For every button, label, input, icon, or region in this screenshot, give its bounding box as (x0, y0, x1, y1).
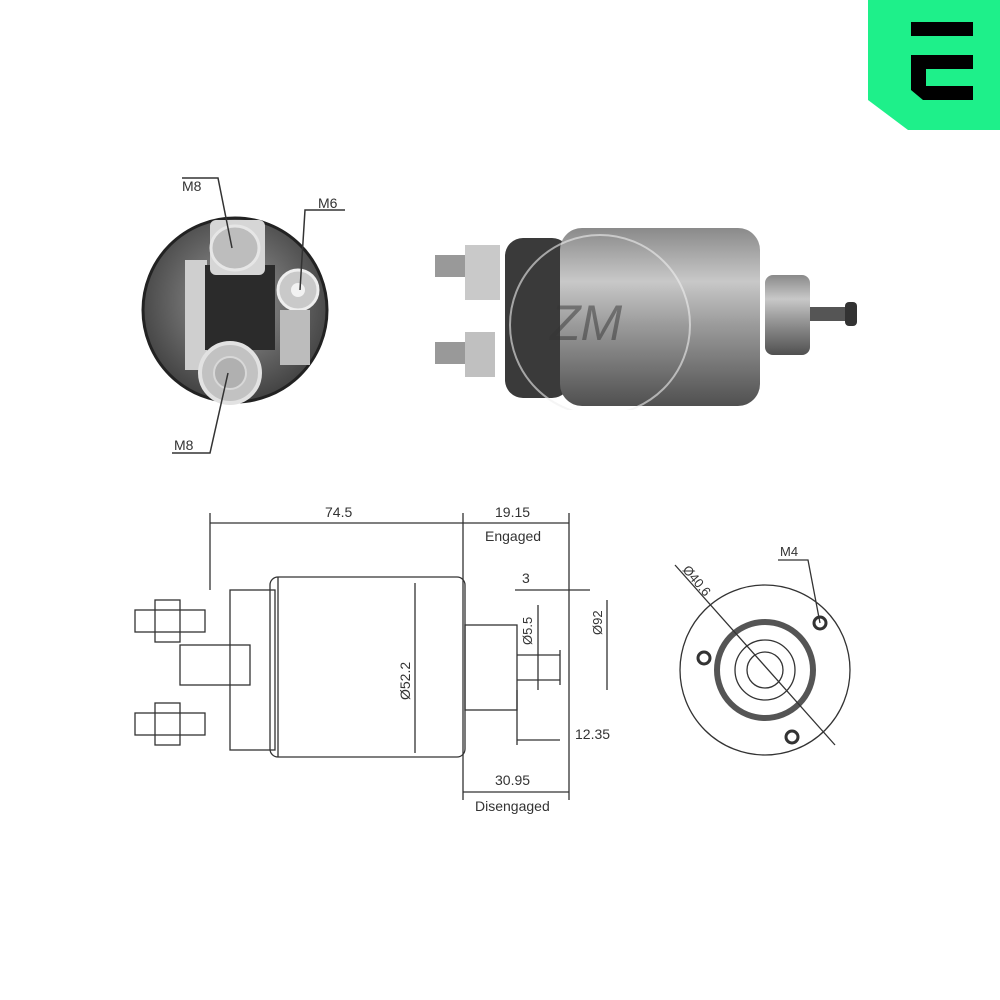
photo-end-view: M8 M6 M8 (140, 170, 360, 460)
dim-engaged-label: Engaged (485, 528, 541, 544)
dim-engaged-value: 19.15 (495, 504, 530, 520)
drawing-end-view: Ø40.6 M4 (660, 530, 860, 760)
watermark: ZM (549, 295, 623, 351)
dim-disengaged-value: 30.95 (495, 772, 530, 788)
dim-overall-length: 74.5 (325, 504, 352, 520)
dim-plunger-diameter: Ø5.5 (520, 617, 535, 645)
dim-disengaged-label: Disengaged (475, 798, 550, 814)
dim-body-diameter: Ø52.2 (397, 662, 413, 700)
dim-mount-thread: M4 (780, 544, 798, 559)
dim-bolt-circle: Ø40.6 (680, 562, 714, 599)
label-m8-bottom: M8 (174, 437, 194, 453)
dim-plunger-offset: 3 (522, 570, 530, 586)
drawing-side-view: 74.5 19.15 Engaged 3 12.35 30.95 Disenga… (120, 495, 640, 825)
dim-plunger-length: 12.35 (575, 726, 610, 742)
photo-side-view: ZM (420, 210, 860, 416)
label-m6: M6 (318, 195, 338, 211)
brand-logo: E (868, 0, 1000, 130)
label-m8-top: M8 (182, 178, 202, 194)
dim-head-diameter: Ø92 (590, 610, 605, 635)
